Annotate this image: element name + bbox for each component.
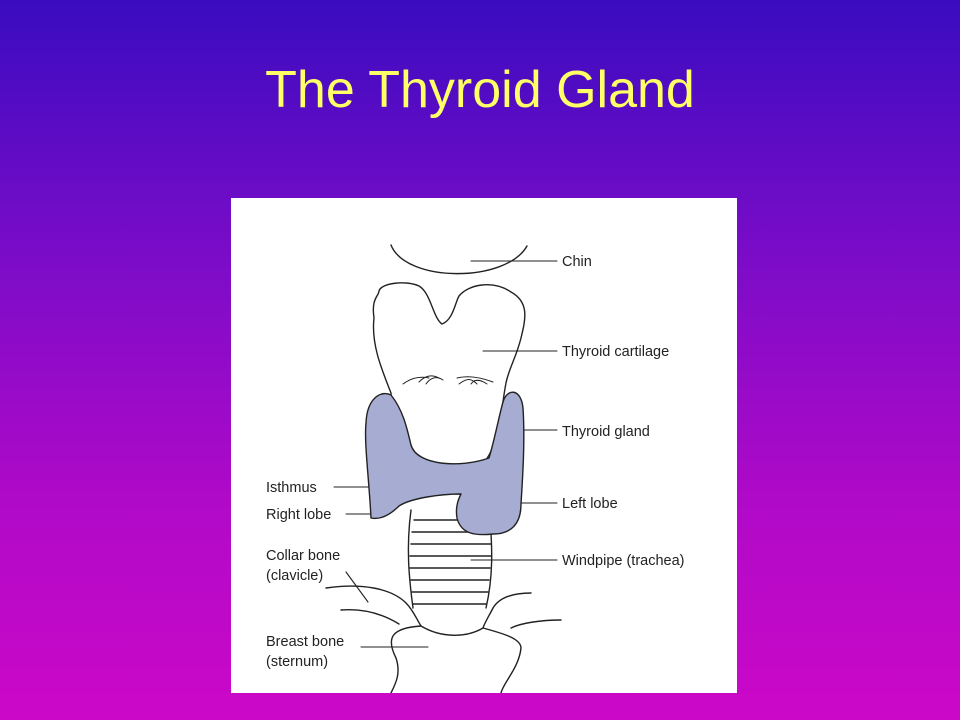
label-sternum: (sternum): [266, 654, 328, 670]
label-right-lobe: Right lobe: [266, 507, 331, 523]
collar-bone-left-outline: [482, 592, 532, 629]
label-collar-bone: Collar bone: [266, 548, 340, 564]
collar-bone-right-outline: [325, 585, 422, 627]
label-left-lobe: Left lobe: [562, 496, 618, 512]
label-isthmus: Isthmus: [266, 480, 317, 496]
label-clavicle: (clavicle): [266, 568, 323, 584]
label-chin: Chin: [562, 254, 592, 270]
cartilage-detail: [402, 375, 494, 385]
thyroid-cartilage-outline: [372, 282, 526, 467]
label-windpipe: Windpipe (trachea): [562, 553, 685, 569]
label-thyroid-cartilage: Thyroid cartilage: [562, 344, 669, 360]
sternum-outline: [390, 625, 422, 693]
label-breast-bone: Breast bone: [266, 634, 344, 650]
label-thyroid-gland: Thyroid gland: [562, 424, 650, 440]
thyroid-diagram-svg: Chin Thyroid cartilage Thyroid gland Ist…: [266, 244, 685, 693]
slide-title: The Thyroid Gland: [265, 61, 695, 119]
chin-outline: [390, 244, 528, 275]
thyroid-gland-shape: [364, 391, 525, 536]
thyroid-diagram: Chin Thyroid cartilage Thyroid gland Ist…: [231, 198, 737, 693]
